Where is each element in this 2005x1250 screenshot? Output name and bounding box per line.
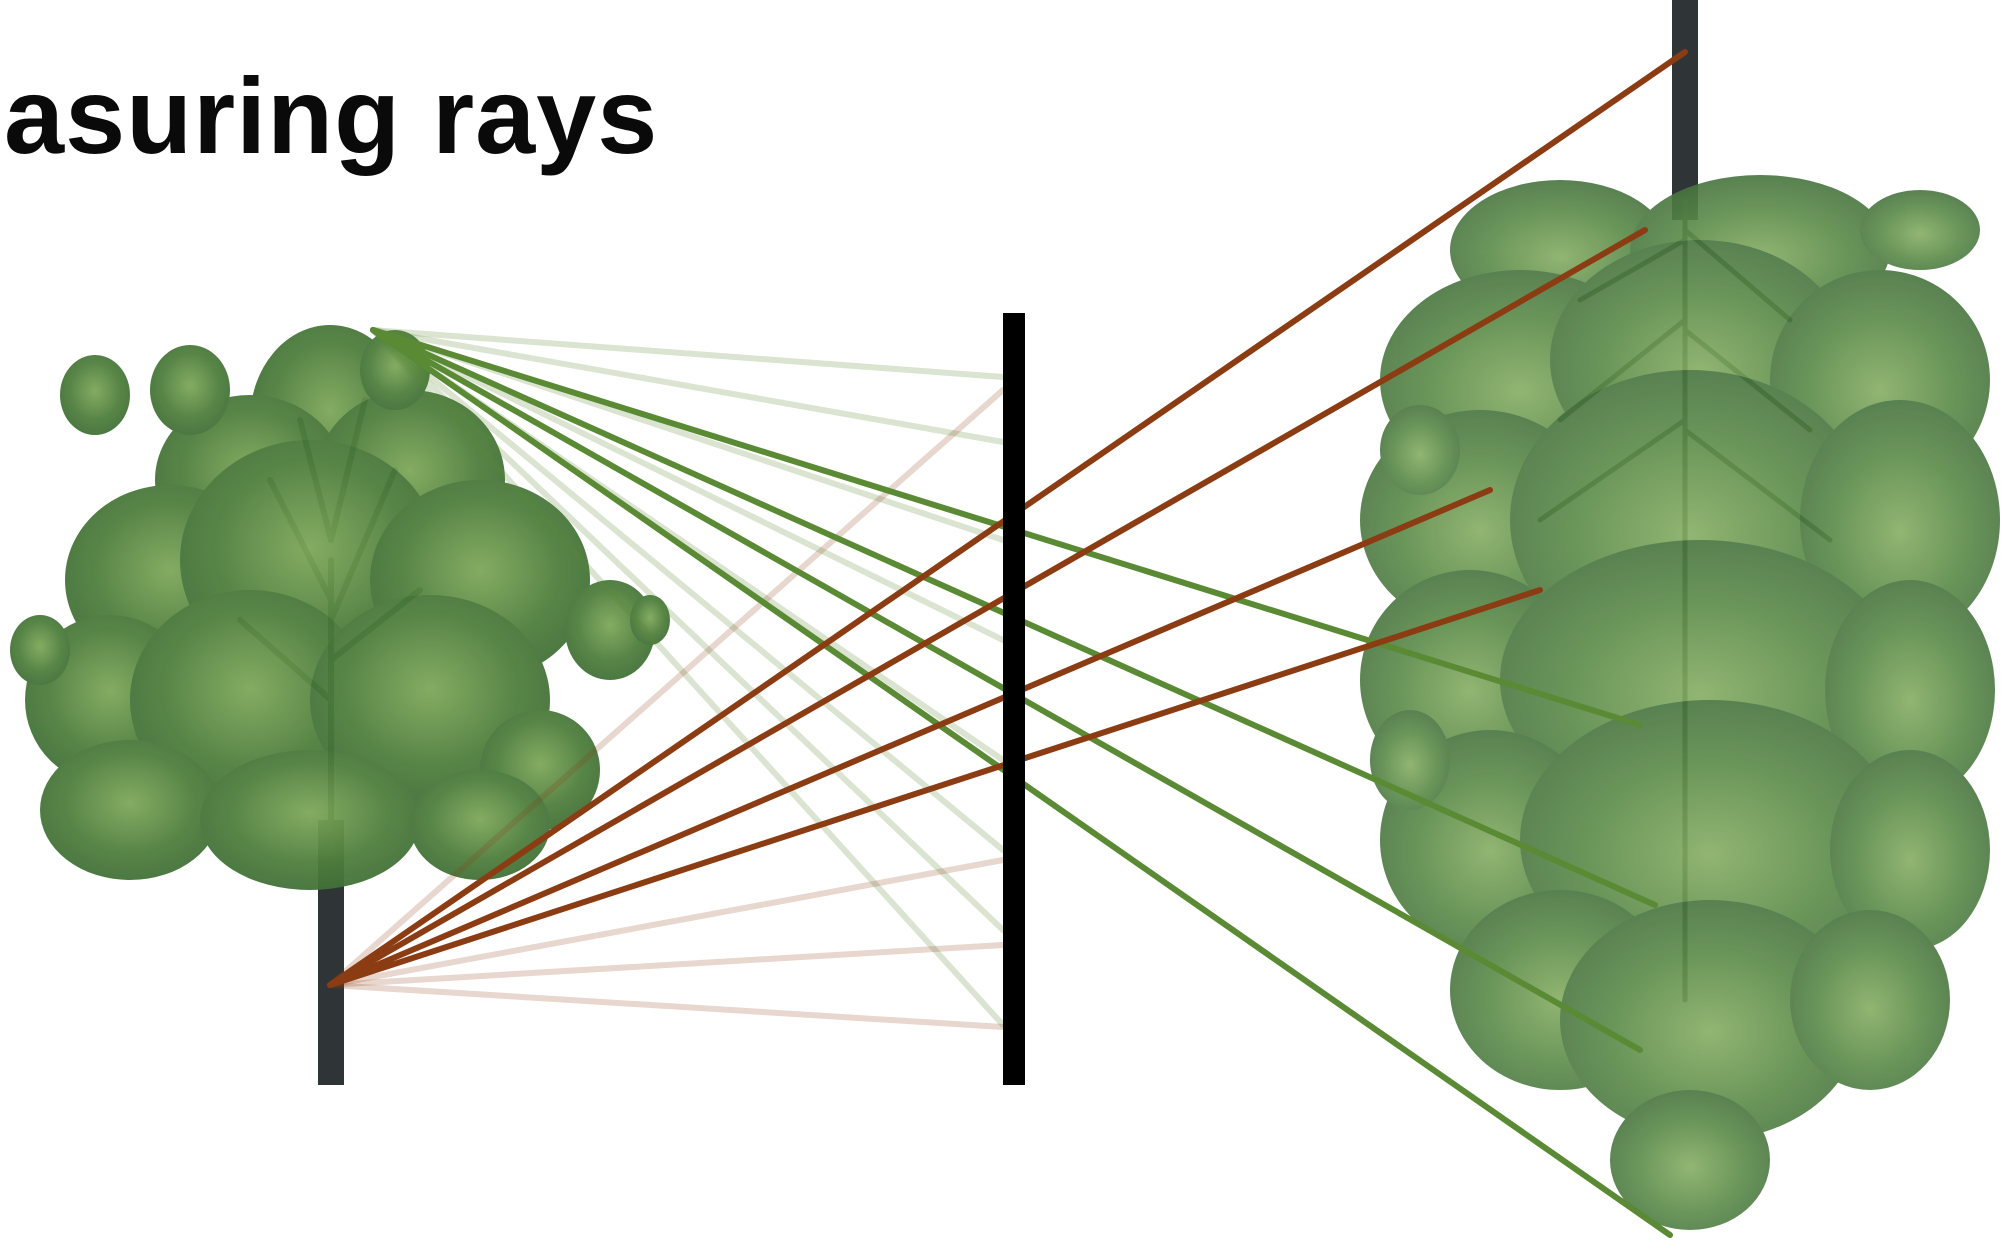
faint-green-ray [370, 327, 1006, 445]
faint-green-ray [370, 327, 1006, 933]
inverted-tree-foliage [1360, 175, 2000, 1230]
page-title: asuring rays [4, 55, 659, 176]
faint-brown-ray [327, 982, 1006, 1030]
inverted-tree-icon [1360, 0, 2000, 1230]
brown-ray [327, 587, 1543, 988]
brown-ray [327, 227, 1648, 988]
inverted-tree-trunk [1672, 0, 1698, 220]
faint-green-ray [370, 327, 1006, 853]
upright-tree-icon [10, 325, 670, 1085]
brown-ray [327, 487, 1493, 988]
upright-tree-foliage [10, 325, 670, 890]
faint-green-ray [370, 327, 1006, 1028]
faint-brown-ray [327, 857, 1006, 988]
blocked-rays [327, 327, 1006, 1030]
faint-green-ray [370, 327, 1006, 380]
barrier-wall [1003, 313, 1025, 1085]
faint-brown-ray [327, 942, 1006, 988]
faint-green-ray [370, 327, 1006, 643]
